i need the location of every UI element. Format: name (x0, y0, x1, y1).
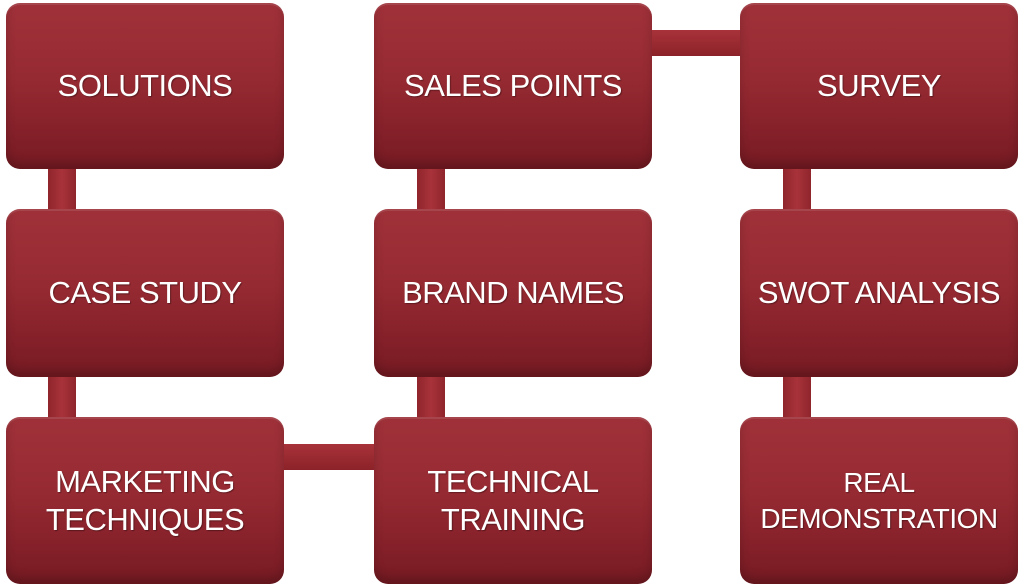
box-marketing-techniques: MARKETING TECHNIQUES (6, 417, 284, 584)
connector-swot-real (783, 368, 811, 424)
box-sales-points-label: SALES POINTS (404, 68, 622, 103)
box-brand-names-label: BRAND NAMES (402, 275, 624, 310)
connector-survey-swot (783, 160, 811, 216)
box-brand-names: BRAND NAMES (374, 209, 652, 377)
technical-line-1: TECHNICAL (427, 463, 599, 499)
connector-marketing-technical (278, 444, 378, 470)
technical-line-2: TRAINING (440, 501, 586, 537)
box-sales-points: SALES POINTS (374, 3, 652, 169)
connector-case-study-marketing (48, 368, 76, 424)
marketing-line-2: TECHNIQUES (45, 501, 245, 537)
real-line-1: REAL (843, 466, 915, 498)
box-real-demonstration-label: REAL DEMONSTRATION (760, 465, 998, 537)
box-solutions: SOLUTIONS (6, 3, 284, 169)
connector-sales-survey (645, 30, 745, 56)
box-case-study-label: CASE STUDY (48, 275, 242, 310)
box-case-study: CASE STUDY (6, 209, 284, 377)
real-line-2: DEMONSTRATION (760, 502, 998, 534)
connector-sales-brand (417, 160, 445, 216)
connector-solutions-case-study (48, 160, 76, 216)
connector-brand-technical (417, 368, 445, 424)
box-marketing-techniques-label: MARKETING TECHNIQUES (45, 463, 245, 539)
box-survey-label: SURVEY (817, 68, 941, 103)
marketing-line-1: MARKETING (55, 463, 235, 499)
box-swot-analysis: SWOT ANALYSIS (740, 209, 1018, 377)
box-swot-analysis-label: SWOT ANALYSIS (757, 275, 1001, 310)
box-technical-training-label: TECHNICAL TRAINING (427, 463, 599, 539)
box-solutions-label: SOLUTIONS (57, 68, 233, 103)
box-real-demonstration: REAL DEMONSTRATION (740, 417, 1018, 584)
box-technical-training: TECHNICAL TRAINING (374, 417, 652, 584)
box-survey: SURVEY (740, 3, 1018, 169)
